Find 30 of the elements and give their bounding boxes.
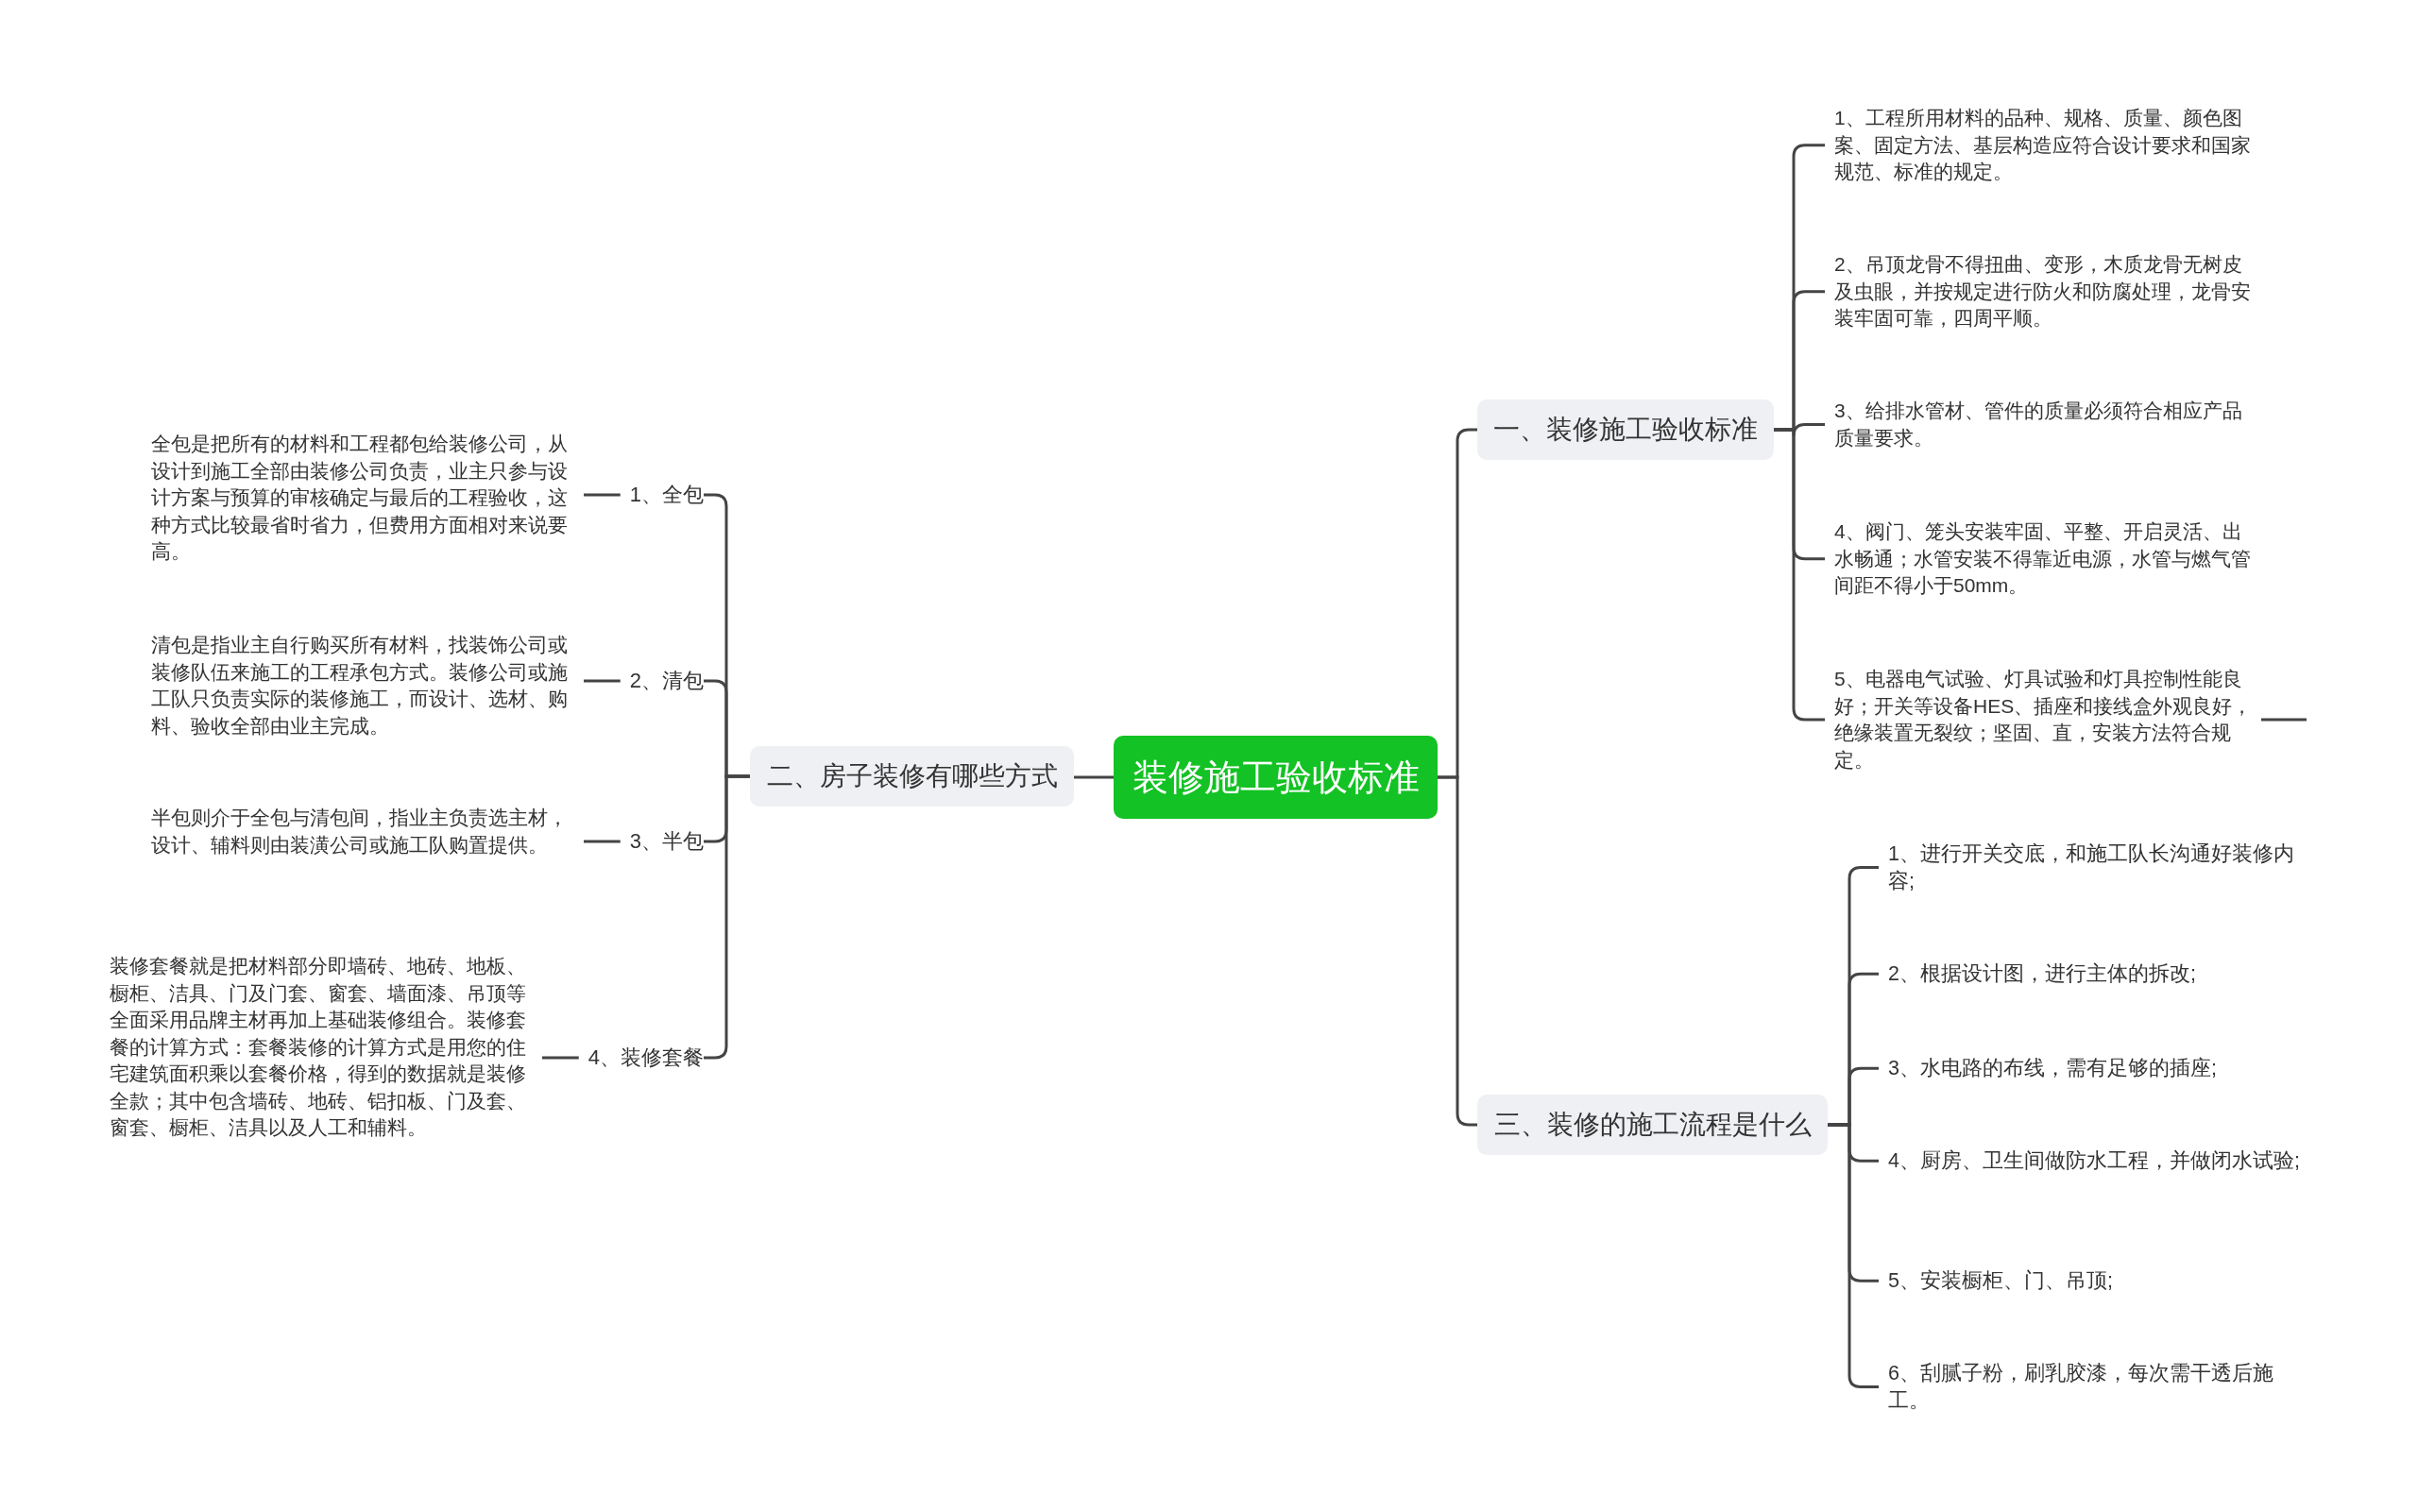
detail-text: 半包则介于全包与清包间，指业主负责选主材，设计、辅料则由装潢公司或施工队购置提供。 — [142, 805, 576, 858]
detail-text: 5、电器电气试验、灯具试验和灯具控制性能良好；开关等设备HES、插座和接线盒外观良好，绝缘装置无裂纹；坚固、直，安装方法符合规定。 — [1825, 666, 2261, 773]
topic-box: 三、装修的施工流程是什么 — [1477, 1095, 1828, 1155]
detail-text: 5、安装橱柜、门、吊顶; — [1879, 1267, 2308, 1295]
connector-line — [542, 1056, 579, 1060]
detail-text: 2、吊顶龙骨不得扭曲、变形，木质龙骨无树皮及虫眼，并按规定进行防火和防腐处理，龙骨安装牢固可靠，四周平顺。 — [1825, 251, 2261, 332]
connector-line — [584, 679, 621, 683]
connector-line — [584, 493, 621, 497]
detail-text: 3、水电路的布线，需有足够的插座; — [1879, 1055, 2308, 1082]
detail-text: 1、进行开关交底，和施工队长沟通好装修内容; — [1879, 841, 2308, 894]
topic-box: 二、房子装修有哪些方式 — [750, 746, 1074, 807]
connector-line — [2261, 718, 2307, 722]
detail-text: 装修套餐就是把材料部分即墙砖、地砖、地板、橱柜、洁具、门及门套、窗套、墙面漆、吊顶等全面采用品牌主材再加上基础装修组合。装修套餐的计算方式：套餐装修的计算方式是用您的住宅建筑面积乘以套餐价格，得到的数据就是装修全款；其中包含墙砖、地砖、铝扣板、门及套、窗套、橱柜、洁具以及人工和辅料。 — [100, 953, 535, 1142]
central-topic-box: 装修施工验收标准 — [1114, 736, 1438, 819]
subtopic-label: 2、清包 — [629, 667, 704, 695]
connector-line — [1438, 775, 1477, 1127]
topic-box: 一、装修施工验收标准 — [1477, 399, 1774, 460]
detail-text: 3、给排水管材、管件的质量必须符合相应产品质量要求。 — [1825, 398, 2261, 451]
connector-line — [1074, 775, 1114, 779]
detail-text: 2、根据设计图，进行主体的拆改; — [1879, 960, 2308, 988]
detail-text: 6、刮腻子粉，刷乳胶漆，每次需干透后施工。 — [1879, 1360, 2308, 1414]
subtopic-label: 4、装修套餐 — [587, 1044, 704, 1072]
connector-line — [584, 840, 621, 843]
detail-text: 全包是把所有的材料和工程都包给装修公司，从设计到施工全部由装修公司负责，业主只参与设计方案与预算的审核确定与最后的工程验收，这种方式比较最省时省力，但费用方面相对来说要高。 — [142, 431, 576, 566]
detail-text: 清包是指业主自行购买所有材料，找装饰公司或装修队伍来施工的工程承包方式。装修公司或施工队只负责实际的装修施工，而设计、选材、购料、验收全部由业主完成。 — [142, 632, 576, 739]
subtopic-label: 1、全包 — [629, 481, 704, 509]
subtopic-label: 3、半包 — [629, 827, 704, 856]
detail-text: 1、工程所用材料的品种、规格、质量、颜色图案、固定方法、基层构造应符合设计要求和国家规范、标准的规定。 — [1825, 105, 2261, 186]
detail-text: 4、阀门、笼头安装牢固、平整、开启灵活、出水畅通；水管安装不得靠近电源，水管与燃气管间距不得小于50mm。 — [1825, 518, 2261, 600]
detail-text: 4、厨房、卫生间做防水工程，并做闭水试验; — [1879, 1147, 2308, 1175]
